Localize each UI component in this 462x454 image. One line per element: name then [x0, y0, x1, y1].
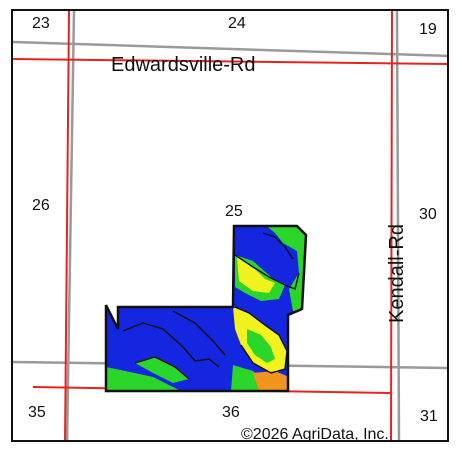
map-canvas[interactable]: Edwardsville-Rd Kendall-Rd 23 24 19 26 2… [13, 11, 449, 442]
section-lines [13, 11, 447, 440]
section-label-36: 36 [222, 404, 240, 421]
section-label-35: 35 [28, 404, 46, 421]
map-frame: Edwardsville-Rd Kendall-Rd 23 24 19 26 2… [11, 9, 449, 442]
zone-line-4 [234, 254, 300, 290]
section-label-30: 30 [419, 206, 437, 223]
zone-line-2 [172, 310, 226, 356]
roads [13, 11, 449, 442]
field-zones[interactable] [103, 221, 313, 396]
zone-green-east-strip [263, 226, 306, 311]
field-boundary[interactable] [104, 224, 308, 393]
section-line-west [65, 11, 76, 440]
road-west-vertical[interactable] [64, 11, 70, 442]
section-line-north [13, 40, 447, 58]
section-label-23: 23 [32, 15, 50, 32]
section-label-24: 24 [228, 15, 246, 32]
road-kendall[interactable] [390, 11, 393, 442]
section-label-25: 25 [225, 203, 243, 220]
section-label-31: 31 [420, 408, 438, 425]
section-label-19: 19 [419, 21, 437, 38]
section-line-east [395, 11, 401, 440]
road-label-edwardsville: Edwardsville-Rd [111, 54, 256, 76]
zone-orange [253, 371, 289, 391]
zone-line-5 [262, 232, 294, 260]
zone-line-1 [122, 322, 220, 368]
copyright-notice: ©2026 AgriData, Inc. [241, 426, 389, 442]
zone-green-southeast [231, 365, 265, 391]
zone-green-southwest [106, 367, 181, 391]
road-label-kendall: Kendall-Rd [386, 224, 408, 323]
zone-line-6 [134, 356, 190, 380]
section-label-26: 26 [32, 197, 50, 214]
zone-green-inner [247, 329, 275, 363]
zone-green-south [135, 357, 189, 383]
road-edwardsville[interactable] [13, 58, 449, 65]
zone-yellow-north [237, 257, 275, 293]
